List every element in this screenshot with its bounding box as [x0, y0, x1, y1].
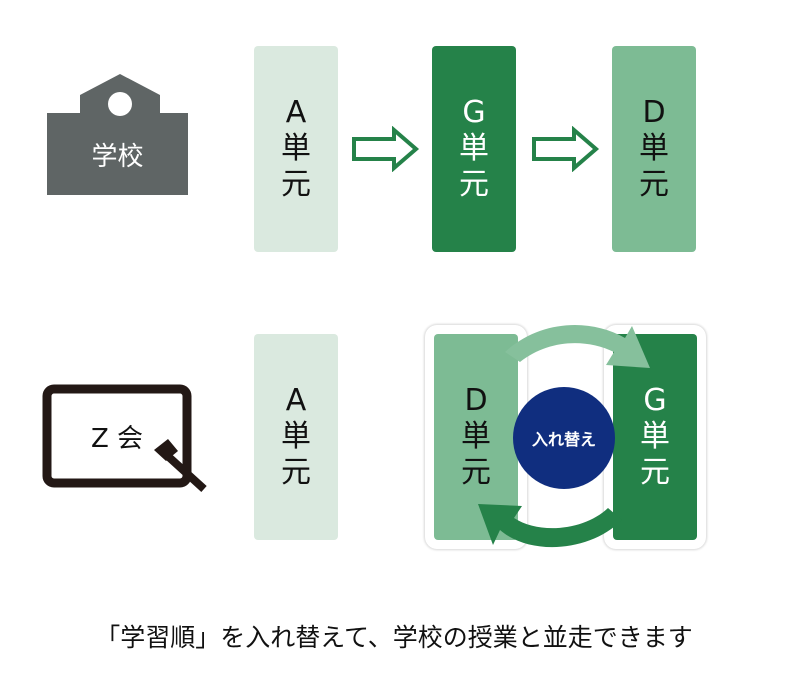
- unit-word: 単: [640, 419, 670, 454]
- unit-letter: D: [464, 383, 488, 418]
- school-label: 学校: [91, 141, 144, 172]
- unit-word: 元: [281, 167, 311, 202]
- unit-word: 単: [639, 131, 669, 166]
- unit-letter: G: [643, 383, 667, 418]
- zkai-label: Z 会: [90, 423, 144, 454]
- unit-letter: A: [285, 95, 307, 130]
- arrow-right-icon: [532, 126, 600, 172]
- unit-word: 単: [459, 131, 489, 166]
- arrow-right-icon: [352, 126, 420, 172]
- school-unit-d-card: D 単 元: [612, 46, 696, 252]
- unit-letter: D: [642, 95, 666, 130]
- unit-word: 元: [459, 167, 489, 202]
- zkai-unit-a-card: A 単 元: [254, 334, 338, 540]
- unit-word: 単: [461, 419, 491, 454]
- swap-badge: 入れ替え: [513, 387, 615, 489]
- unit-letter: G: [462, 95, 486, 130]
- unit-word: 元: [639, 167, 669, 202]
- unit-word: 元: [640, 455, 670, 490]
- school-unit-g-card: G 単 元: [432, 46, 516, 252]
- unit-word: 単: [281, 419, 311, 454]
- unit-word: 元: [461, 455, 491, 490]
- zkai-unit-g-card: G 単 元: [613, 334, 697, 540]
- unit-word: 元: [281, 455, 311, 490]
- unit-letter: A: [285, 383, 307, 418]
- unit-word: 単: [281, 131, 311, 166]
- caption: 「学習順」を入れ替えて、学校の授業と並走できます: [95, 623, 693, 652]
- school-unit-a-card: A 単 元: [254, 46, 338, 252]
